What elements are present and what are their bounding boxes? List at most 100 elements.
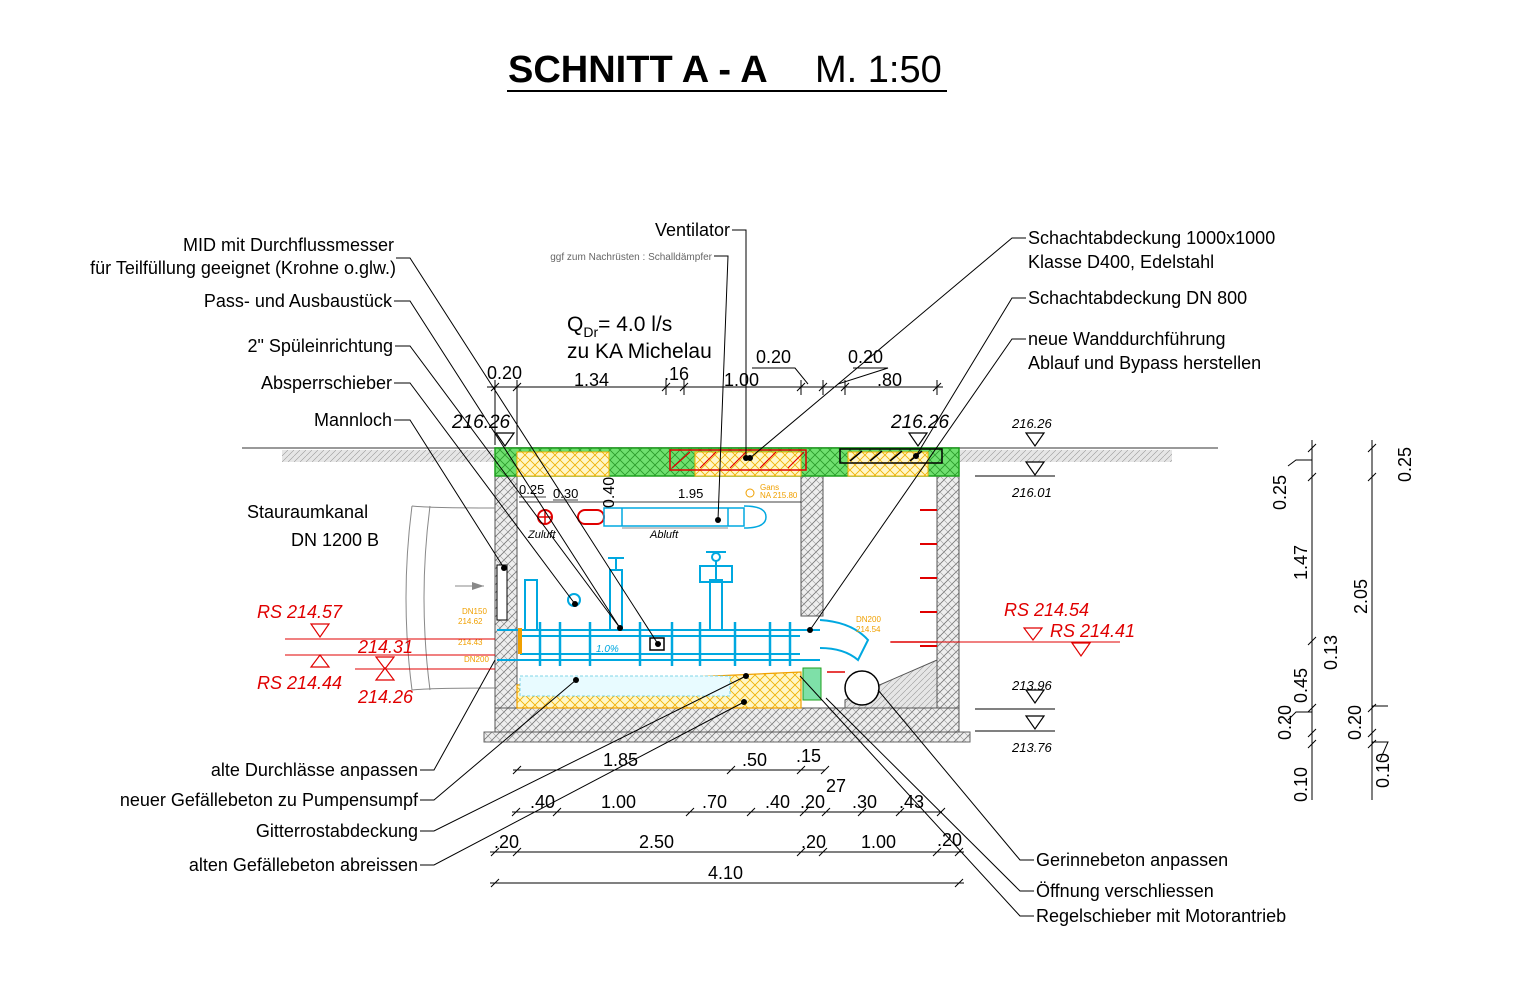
dims-top	[487, 367, 943, 445]
label-gitterrost: Gitterrostabdeckung	[256, 821, 418, 841]
ground-line	[242, 447, 1218, 462]
small-notes: DN150 214.62 214.43 DN200 DN200 214.54 G…	[458, 483, 881, 664]
labels-bottom-right: Gerinnebeton anpassen Öffnung verschlies…	[799, 675, 1286, 926]
dim-inner-2: 0.40	[601, 477, 618, 508]
note-na: NA 215.80	[760, 491, 798, 500]
dim-b2-1: 1.00	[601, 792, 636, 812]
dim-b1-1: .50	[742, 750, 767, 770]
dim-b2-3: .40	[765, 792, 790, 812]
note-dn200-right: DN200	[856, 615, 881, 624]
ventilation: Zuluft Abluft 1.0%	[519, 501, 801, 655]
label-abdeckung-1: Schachtabdeckung 1000x1000	[1028, 228, 1275, 248]
dim-vb-3: 0.20	[1345, 705, 1365, 740]
labels-right: Schachtabdeckung 1000x1000 Klasse D400, …	[747, 228, 1275, 633]
flow-q-value: = 4.0 l/s	[598, 313, 672, 336]
level-rs-right-bottom: RS 214.41	[1050, 621, 1135, 641]
note-214-54-small: 214.54	[856, 625, 881, 634]
svg-text:QDr= 4.0 l/s: QDr= 4.0 l/s	[567, 313, 672, 340]
dim-top-5: 0.20	[848, 347, 883, 367]
dim-b3-2: .20	[801, 832, 826, 852]
flow-destination: zu KA Michelau	[567, 340, 712, 363]
title-main: SCHNITT A - A	[508, 49, 768, 91]
dims-vertical-lines	[1287, 440, 1389, 800]
label-pass: Pass- und Ausbaustück	[204, 291, 393, 311]
dim-top-3: 1.00	[724, 370, 759, 390]
label-wanddurchf-1: neue Wanddurchführung	[1028, 329, 1225, 349]
dims-top-labels: 0.20 1.34 .16 1.00 0.20 0.20 .80	[487, 347, 902, 390]
level-top-left: 216.26	[451, 412, 511, 433]
label-durchlaesse: alte Durchlässe anpassen	[211, 760, 418, 780]
dim-inner-0: 0.25	[519, 482, 544, 497]
label-oeffnung: Öffnung verschliessen	[1036, 881, 1214, 901]
dims-bottom-lines	[490, 765, 964, 888]
label-ventilator: Ventilator	[655, 220, 730, 240]
level-cover-bottom: 216.01	[1011, 485, 1052, 500]
dim-b3-1: 2.50	[639, 832, 674, 852]
note-gans: Gans	[760, 483, 779, 492]
label-abdeckung-2: Klasse D400, Edelstahl	[1028, 252, 1214, 272]
dims-inner: 0.25 0.30 0.40 1.95	[519, 477, 703, 508]
label-abdeckung-dn800: Schachtabdeckung DN 800	[1028, 288, 1247, 308]
dim-b2-2: .70	[702, 792, 727, 812]
level-rs-right-top: RS 214.54	[1004, 600, 1089, 620]
level-floor-lower: 213.76	[1011, 740, 1053, 755]
dim-va-3: 0.20	[1275, 705, 1295, 740]
dim-vb-1: 2.05	[1351, 579, 1371, 614]
note-214-62: 214.62	[458, 617, 483, 626]
channel-label-1: Stauraumkanal	[247, 502, 368, 522]
label-mid-2: für Teilfüllung geeignet (Krohne o.glw.)	[90, 258, 396, 278]
dim-top-2: .16	[664, 364, 689, 384]
labels-top: Ventilator ggf zum Nachrüsten : Schalldä…	[550, 220, 749, 523]
zuluft-label: Zuluft	[527, 529, 556, 541]
level-top-mid: 216.26	[890, 412, 950, 433]
dim-top-1: 1.34	[574, 370, 609, 390]
label-gefaellebeton-neu: neuer Gefällebeton zu Pumpensumpf	[120, 790, 419, 810]
label-silencer: ggf zum Nachrüsten : Schalldämpfer	[550, 252, 712, 263]
storage-channel: Stauraumkanal DN 1200 B	[247, 502, 508, 691]
level-floor-upper: 213.96	[1011, 678, 1053, 693]
labels-left: MID mit Durchflussmesser für Teilfüllung…	[90, 235, 661, 647]
note-dn150: DN150	[462, 607, 487, 616]
label-mannloch: Mannloch	[314, 410, 392, 430]
flow-annotation: QDr= 4.0 l/s zu KA Michelau	[567, 313, 712, 363]
dims-vertical-labels: 0.25 1.47 0.45 0.20 0.10 0.25 2.05 0.13 …	[1270, 447, 1415, 802]
dim-vb-4: 0.10	[1373, 753, 1393, 788]
dim-b3-3: 1.00	[861, 832, 896, 852]
dim-b2-6: .30	[852, 792, 877, 812]
label-schieber: Absperrschieber	[261, 373, 392, 393]
elevation-markers: 216.26 216.26 216.26 216.01 213.96 213.7…	[257, 412, 1135, 755]
dim-b2-7: .43	[899, 792, 924, 812]
dim-va-0: 0.25	[1270, 475, 1290, 510]
dim-b2-0: .40	[530, 792, 555, 812]
level-rs-left-bottom: RS 214.44	[257, 673, 342, 693]
flow-q-sub: Dr	[583, 324, 598, 340]
dim-va-4: 0.10	[1291, 767, 1311, 802]
level-rs-left-top: RS 214.57	[257, 602, 343, 622]
dim-total: 4.10	[708, 863, 743, 883]
labels-bottom-left: alte Durchlässe anpassen neuer Gefällebe…	[120, 659, 749, 875]
shaft-structure	[483, 447, 971, 743]
dim-b3-4: .20	[937, 830, 962, 850]
dim-b2-4: .20	[800, 792, 825, 812]
level-214-31: 214.31	[357, 637, 413, 657]
pipe-details	[518, 628, 665, 654]
label-gerinnebeton: Gerinnebeton anpassen	[1036, 850, 1228, 870]
level-top-right: 216.26	[1011, 416, 1053, 431]
dim-top-0: 0.20	[487, 363, 522, 383]
label-mid-1: MID mit Durchflussmesser	[183, 235, 394, 255]
slope-label: 1.0%	[596, 644, 619, 655]
note-dn200-left: DN200	[464, 655, 489, 664]
dim-top-6: .80	[877, 370, 902, 390]
piping	[497, 551, 870, 666]
title-scale: M. 1:50	[815, 49, 942, 91]
dim-b1-0: 1.85	[603, 750, 638, 770]
dim-b2-5: 27	[826, 776, 846, 796]
dim-va-2: 0.45	[1291, 668, 1311, 703]
label-wanddurchf-2: Ablauf und Bypass herstellen	[1028, 353, 1261, 373]
label-spuel: 2" Spüleinrichtung	[248, 336, 394, 356]
dim-inner-3: 1.95	[678, 486, 703, 501]
dims-bottom-labels: 1.85 .50 .15 .40 1.00 .70 .40 .20 27 .30…	[494, 746, 962, 883]
title-block: SCHNITT A - A M. 1:50	[507, 49, 947, 92]
dim-top-4: 0.20	[756, 347, 791, 367]
label-gefaellebeton-alt: alten Gefällebeton abreissen	[189, 855, 418, 875]
